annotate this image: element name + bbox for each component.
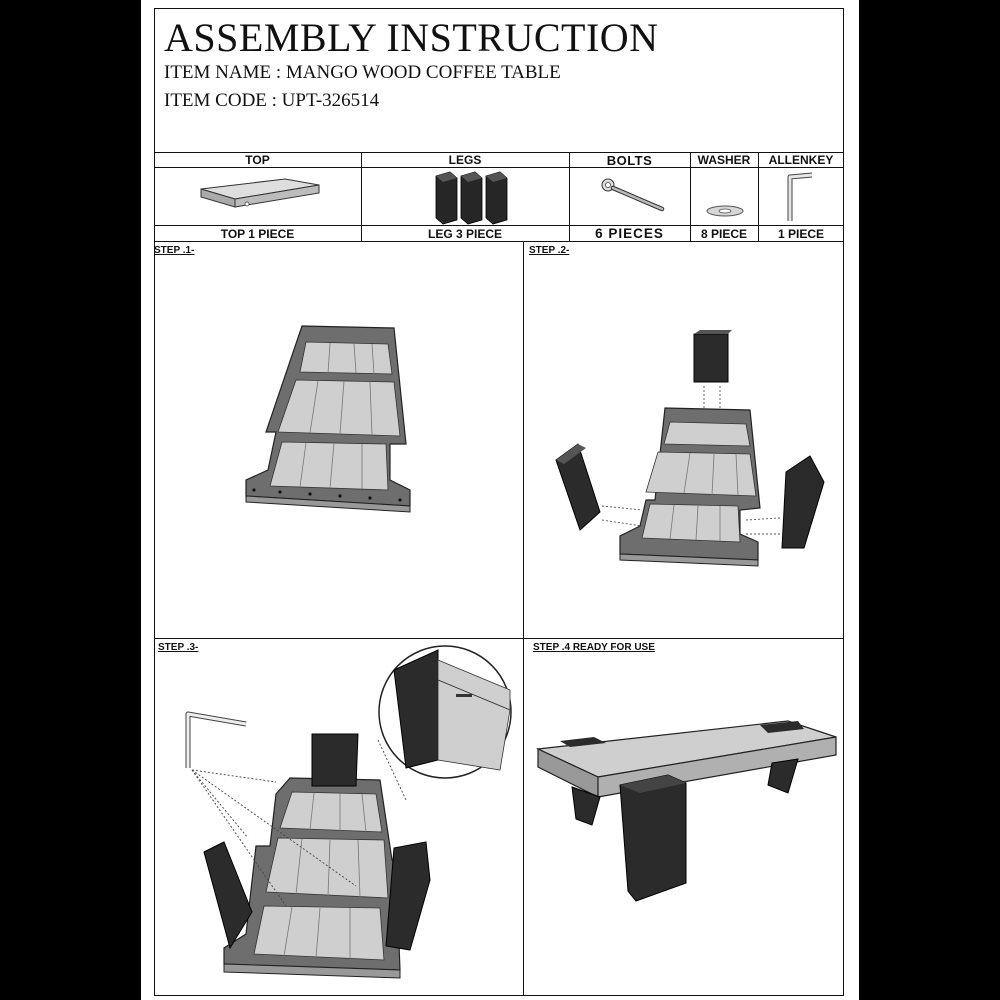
part-qty-top: TOP 1 PIECE	[220, 227, 295, 241]
table-footer-divider	[154, 225, 844, 226]
item-name: ITEM NAME : MANGO WOOD COFFEE TABLE	[164, 62, 561, 83]
table-bottom-border	[154, 241, 844, 242]
table-top-icon	[200, 178, 320, 208]
table-col-divider	[758, 152, 759, 241]
step-2-illustration	[555, 330, 825, 567]
table-col-divider	[690, 152, 691, 241]
page-title: ASSEMBLY INSTRUCTION	[164, 15, 659, 60]
step-1-illustration	[245, 325, 411, 513]
part-heading-top: TOP	[245, 153, 270, 167]
part-qty-washer: 8 PIECE	[700, 227, 748, 241]
step-2-label: STEP .2-	[529, 245, 570, 256]
table-col-divider	[361, 152, 362, 241]
part-heading-legs: LEGS	[448, 153, 482, 167]
washer-icon	[706, 205, 744, 217]
leg-icon	[435, 171, 508, 225]
sheet-border	[154, 8, 844, 996]
step-1-label: STEP .1-	[154, 245, 195, 256]
part-heading-bolts: BOLTS	[606, 153, 653, 168]
part-qty-allenkey: 1 PIECE	[777, 227, 825, 241]
item-code: ITEM CODE : UPT-326514	[164, 90, 380, 111]
step-3-label: STEP .3-	[158, 642, 199, 653]
bolt-icon	[601, 178, 665, 212]
step-divider-vertical	[523, 241, 524, 996]
step-divider-horizontal	[154, 638, 844, 639]
table-col-divider	[569, 152, 570, 241]
table-top-border	[154, 152, 844, 153]
part-heading-washer: WASHER	[697, 153, 751, 167]
step-4-label: STEP .4 READY FOR USE	[533, 642, 655, 653]
part-heading-allenkey: ALLENKEY	[768, 153, 834, 167]
allen-key-icon	[787, 172, 813, 221]
table-header-divider	[154, 167, 844, 168]
part-qty-bolts: 6 PIECES	[595, 226, 664, 241]
step-3-illustration	[185, 645, 512, 979]
part-qty-legs: LEG 3 PIECE	[427, 227, 503, 241]
step-4-illustration	[535, 720, 837, 902]
